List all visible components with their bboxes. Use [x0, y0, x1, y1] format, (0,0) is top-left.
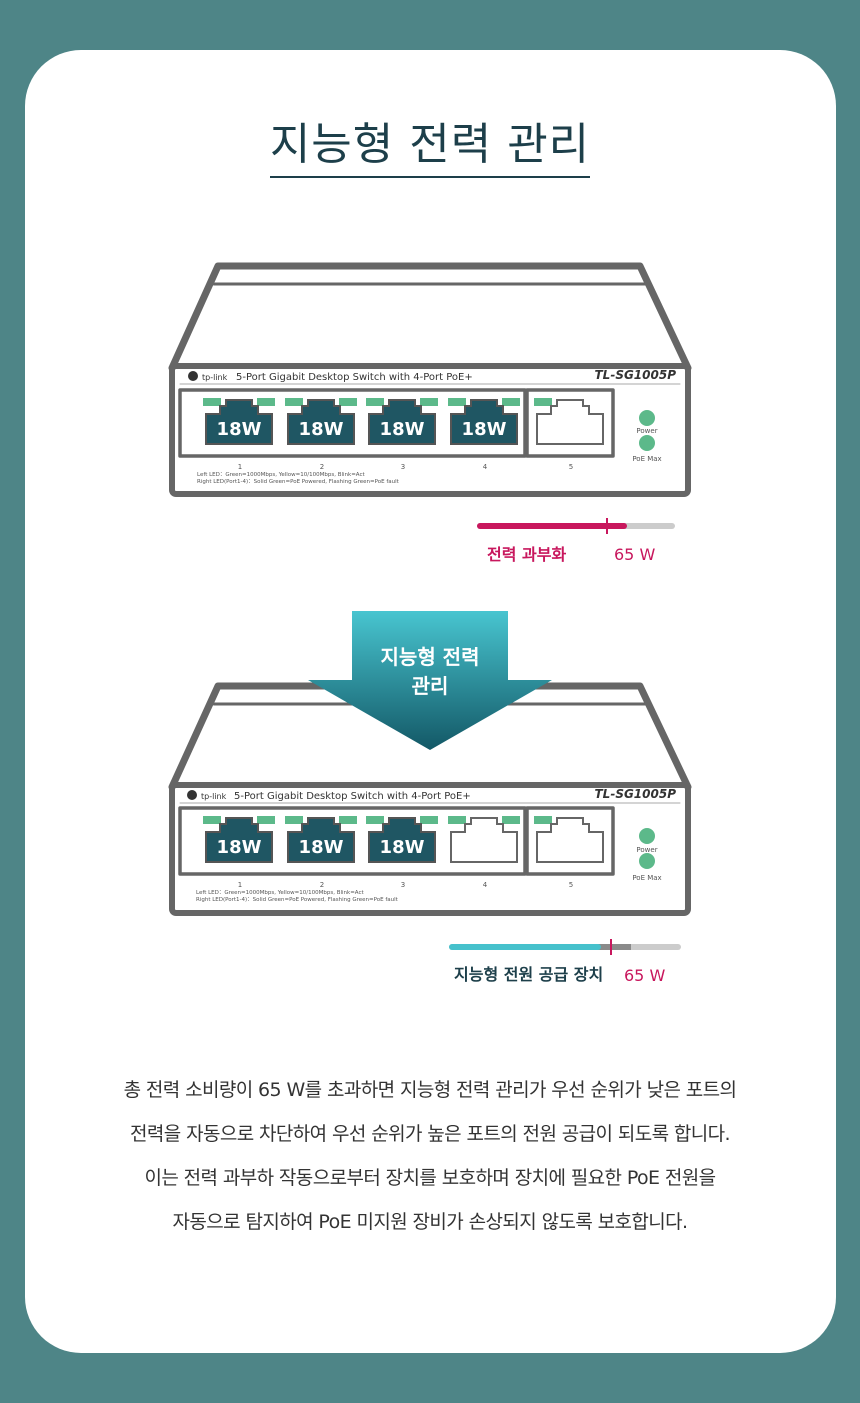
poe-max-led-label: PoE Max [632, 455, 661, 463]
power-bar-before: 전력 과부화 65 W [477, 518, 675, 564]
port-led-left [203, 398, 221, 406]
poe-max-led [639, 853, 655, 869]
ethernet-port: 18W 1 [203, 816, 275, 889]
port-power-label: 18W [299, 837, 344, 858]
poe-max-led [639, 435, 655, 451]
port-power-label: 18W [217, 419, 262, 440]
ethernet-port: 18W 1 [203, 398, 275, 471]
ethernet-port: 18W 4 [448, 398, 520, 471]
ethernet-port: 5 [534, 398, 604, 471]
port-socket-active [205, 817, 273, 863]
description-line: 총 전력 소비량이 65 W를 초과하면 지능형 전력 관리가 우선 순위가 낮… [123, 1079, 737, 1101]
ethernet-port: 18W 3 [366, 398, 438, 471]
port-led-left [285, 398, 303, 406]
led-legend-right: Right LED(Port1-4)：Solid Green=PoE Power… [196, 897, 399, 903]
smart-supply-value: 65 W [624, 966, 665, 985]
description-line: 이는 전력 과부하 작동으로부터 장치를 보호하며 장치에 필요한 PoE 전원… [144, 1167, 716, 1189]
description: 총 전력 소비량이 65 W를 초과하면 지능형 전력 관리가 우선 순위가 낮… [60, 1068, 800, 1244]
port-led-left [366, 816, 384, 824]
overload-value: 65 W [614, 545, 655, 564]
product-name: 5-Port Gigabit Desktop Switch with 4-Por… [236, 372, 473, 383]
port-power-label: 18W [380, 419, 425, 440]
switch-before-labels: tp-link 5-Port Gigabit Desktop Switch wi… [188, 368, 676, 485]
model-name: TL-SG1005P [595, 787, 677, 801]
port-socket-active [368, 817, 436, 863]
port-number: 3 [401, 881, 405, 889]
port-led-right [257, 816, 275, 824]
port-led-right [339, 816, 357, 824]
port-number: 1 [238, 463, 242, 471]
poe-diagram: tp-link 5-Port Gigabit Desktop Switch wi… [168, 262, 692, 985]
ethernet-port: 5 [534, 816, 604, 889]
product-name: 5-Port Gigabit Desktop Switch with 4-Por… [234, 791, 471, 802]
smart-supply-label: 지능형 전원 공급 장치 [454, 965, 603, 984]
port-led-right [339, 398, 357, 406]
brand-logo: tp-link [201, 792, 227, 801]
power-led [639, 828, 655, 844]
port-number: 4 [483, 881, 488, 889]
port-led-left [203, 816, 221, 824]
port-led-right [502, 398, 520, 406]
port-led-left [366, 398, 384, 406]
led-legend-left: Left LED：Green=1000Mbps, Yellow=10/100Mb… [197, 472, 365, 478]
ethernet-port: 18W 2 [285, 816, 357, 889]
power-led [639, 410, 655, 426]
port-socket-active [368, 399, 436, 445]
port-led-right [420, 816, 438, 824]
brand-logo: tp-link [202, 373, 228, 382]
port-number: 5 [569, 881, 573, 889]
port-number: 3 [401, 463, 405, 471]
description-line: 전력을 자동으로 차단하여 우선 순위가 높은 포트의 전원 공급이 되도록 합… [130, 1123, 731, 1145]
led-legend-right: Right LED(Port1-4)：Solid Green=PoE Power… [197, 479, 400, 485]
switch-after-labels: tp-link 5-Port Gigabit Desktop Switch wi… [187, 787, 676, 903]
port-socket-idle [536, 399, 604, 445]
power-led-label: Power [636, 846, 657, 854]
page-title-wrap: 지능형 전력 관리 [0, 118, 860, 178]
port-power-label: 18W [217, 837, 262, 858]
ethernet-port: 18W 3 [366, 816, 438, 889]
port-led-left [448, 816, 466, 824]
ports-after: 18W 1 18W 2 18W 3 4 5 [203, 816, 604, 889]
led-legend-left: Left LED：Green=1000Mbps, Yellow=10/100Mb… [196, 890, 364, 896]
port-power-label: 18W [380, 837, 425, 858]
switch-before [168, 262, 692, 497]
port-number: 2 [320, 881, 324, 889]
power-led-label: Power [636, 427, 657, 435]
ethernet-port: 4 [448, 816, 520, 889]
arrow-label-line2: 관리 [412, 674, 449, 698]
port-number: 5 [569, 463, 573, 471]
port-power-label: 18W [462, 419, 507, 440]
port-socket-active [205, 399, 273, 445]
port-number: 1 [238, 881, 242, 889]
ethernet-port: 18W 2 [285, 398, 357, 471]
overload-label: 전력 과부화 [487, 545, 566, 564]
arrow-label-line1: 지능형 전력 [381, 645, 480, 669]
page-title: 지능형 전력 관리 [269, 118, 591, 178]
port-socket-active [287, 399, 355, 445]
power-bar-after: 지능형 전원 공급 장치 65 W [449, 939, 681, 985]
poe-max-led-label: PoE Max [632, 874, 661, 882]
port-led-left [534, 398, 552, 406]
description-line: 자동으로 탐지하여 PoE 미지원 장비가 손상되지 않도록 보호합니다. [172, 1211, 688, 1233]
port-number: 4 [483, 463, 488, 471]
port-led-left [448, 398, 466, 406]
port-led-left [534, 816, 552, 824]
smart-power-arrow: 지능형 전력 관리 [308, 611, 552, 750]
port-socket-idle [450, 817, 518, 863]
port-number: 2 [320, 463, 324, 471]
port-led-right [502, 816, 520, 824]
model-name: TL-SG1005P [595, 368, 677, 382]
port-socket-idle [536, 817, 604, 863]
port-socket-active [287, 817, 355, 863]
port-power-label: 18W [299, 419, 344, 440]
port-led-right [420, 398, 438, 406]
port-led-right [257, 398, 275, 406]
port-led-left [285, 816, 303, 824]
ports-before: 18W 1 18W 2 18W 3 18W 4 5 [203, 398, 604, 471]
port-socket-active [450, 399, 518, 445]
